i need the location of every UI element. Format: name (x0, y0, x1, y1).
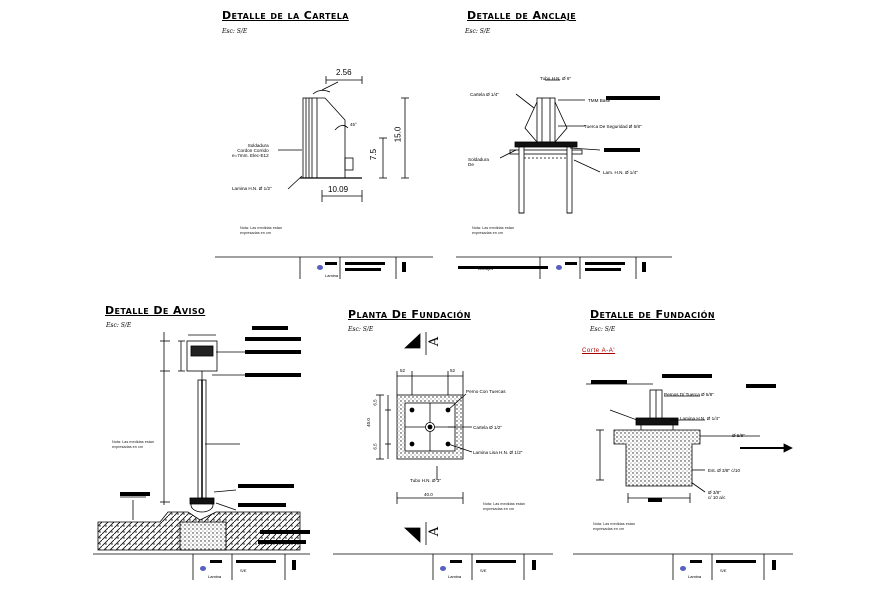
cartela-dim-mid: 7.5 (369, 148, 379, 161)
redacted-label (245, 373, 301, 377)
tb-sheet-label: Lamina (448, 574, 462, 579)
planta-label-lamina: Lamina Lisa H.N. Ø 1/2" (473, 450, 523, 455)
redacted-label (252, 326, 288, 330)
planta-section-bottom: A (427, 526, 443, 537)
logo-icon (556, 265, 562, 270)
tb-sheet-value: S/E (720, 568, 727, 573)
fundacion-label-est2: Ø 3/8" c/ 10 a/c (708, 490, 726, 500)
tb-bar (450, 560, 462, 563)
planta-dim-bottom: 40.0 (424, 492, 433, 497)
redacted-label (238, 484, 294, 488)
fundacion-corte: Corte A-A' (582, 348, 616, 354)
aviso-note: Nota: Las medidas estan expresadas en cm (112, 440, 155, 449)
tb-bar (476, 560, 516, 563)
tb-bar (772, 560, 776, 570)
tb-bar (642, 262, 646, 272)
redacted-label (648, 498, 662, 502)
scale-aviso: Esc: S/E (106, 322, 132, 329)
anclaje-label-tuerca: Tuerca De Seguridad Ø 5/8" (584, 124, 642, 129)
planta-drawing (376, 332, 473, 545)
tb-bar (716, 560, 756, 563)
title-cartela: Detalle de la Cartela (222, 9, 349, 22)
titleblock-lines (93, 256, 793, 580)
tb-sheet-label: Lamina (688, 574, 702, 579)
planta-label-perno: Perno Con Tuercas (466, 389, 506, 394)
scale-planta: Esc: S/E (348, 326, 374, 333)
anclaje-label-soldadura: Soldadura De (468, 157, 489, 167)
logo-icon (680, 566, 686, 571)
tb-sheet-label: Lamina (325, 273, 339, 278)
tb-bar (565, 262, 577, 265)
fundacion-label-arr: Ø 5/8" (732, 433, 745, 438)
redacted-label (238, 503, 286, 507)
scale-anclaje: Esc: S/E (465, 28, 491, 35)
planta-dim-a: 52 (400, 368, 406, 373)
redacted-label (245, 337, 301, 341)
redacted-label (458, 266, 548, 269)
tb-bar (325, 262, 337, 265)
anclaje-label-lam: Lam. H.N. Ø 1/4" (603, 170, 638, 175)
tb-bar (345, 268, 381, 271)
cartela-label-lamina: Lamina H.N. Ø 1/2" (232, 186, 272, 191)
tb-bar (585, 268, 621, 271)
logo-icon (317, 265, 323, 270)
planta-label-cartela: Cartela Ø 1/2" (473, 425, 502, 430)
anclaje-label-tubo: Tubo H.N. Ø 6" (540, 76, 572, 81)
fundacion-footing (613, 429, 701, 487)
planta-dim-s1: 6.5 (372, 399, 378, 406)
planta-dim-side: 40.0 (365, 418, 371, 427)
tb-bar (690, 560, 702, 563)
redacted-label (258, 540, 306, 544)
aviso-footing (179, 521, 227, 551)
title-anclaje: Detalle de Anclaje (467, 9, 577, 22)
scale-cartela: Esc: S/E (222, 28, 248, 35)
anclaje-label-tmm: TMM Base (588, 98, 611, 103)
aviso-drawing (120, 332, 301, 549)
tb-bar (292, 560, 296, 570)
redacted-label (260, 530, 310, 534)
cartela-note: Nota: Las medidas estan expresadas en cm (240, 226, 283, 235)
anclaje-drawing (499, 79, 660, 214)
redacted-label (746, 384, 776, 388)
fundacion-label-est: Est. Ø 3/8" c/10 (708, 468, 741, 473)
tb-sheet-label: Lamina (208, 574, 222, 579)
redacted-label (591, 380, 627, 384)
tb-bar (236, 560, 276, 563)
redacted-label (245, 350, 301, 354)
fundacion-label-lamina: Lamina H.N. Ø 1/4" (680, 416, 720, 421)
cartela-dim-bottom: 10.09 (328, 185, 349, 194)
tb-sheet-value: S/E (480, 568, 487, 573)
tb-bar (345, 262, 385, 265)
cartela-drawing (278, 76, 409, 202)
scale-fundacion: Esc: S/E (590, 326, 616, 333)
tb-anclajes-label: Anclajes (478, 266, 494, 271)
anclaje-note: Nota: Las medidas estan expresadas en cm (472, 226, 515, 235)
logo-icon (440, 566, 446, 571)
planta-label-tubo: Tubo H.N. Ø 3" (410, 478, 442, 483)
tb-bar (532, 560, 536, 570)
tb-bar (402, 262, 406, 272)
logo-icon (200, 566, 206, 571)
title-aviso: Detalle De Aviso (105, 304, 206, 317)
tb-bar (210, 560, 222, 563)
tb-bar (585, 262, 625, 265)
redacted-label (120, 492, 150, 496)
planta-dim-s2: 6.5 (372, 443, 378, 450)
fundacion-note: Nota: Las medidas estan expresadas en cm (593, 522, 636, 531)
title-fundacion: Detalle de Fundación (590, 308, 715, 321)
anclaje-label-cartela: Cartela Ø 1/4" (470, 92, 499, 97)
cartela-label-soldadura: Soldadura Cordon Corrido e=7mm. Elec-E12 (232, 143, 269, 158)
planta-dim-b: 52 (450, 368, 456, 373)
tb-sheet-value: S/E (240, 568, 247, 573)
fundacion-label-perno: Pernos D/ Tuerca Ø 5/8" (664, 392, 714, 397)
cartela-angle: 45° (350, 122, 357, 127)
planta-section-top: A (427, 336, 443, 347)
planta-note: Nota: Las medidas estan expresadas en cm (483, 502, 526, 511)
cartela-dim-top: 2.56 (336, 68, 352, 77)
cartela-dim-right: 15.0 (393, 126, 403, 143)
title-planta: Planta De Fundación (348, 308, 471, 321)
